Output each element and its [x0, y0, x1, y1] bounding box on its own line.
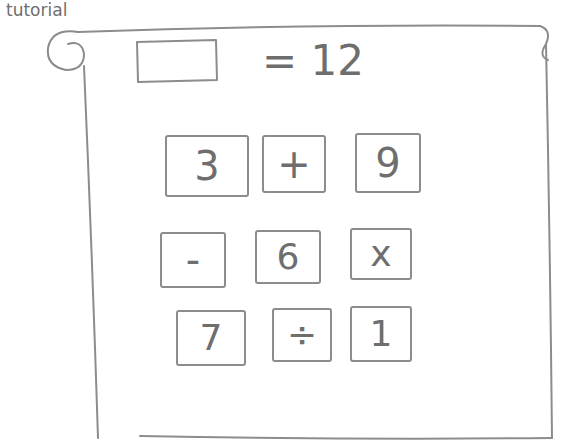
tile-text: 6 [277, 239, 300, 275]
number-tile: - [160, 232, 226, 288]
tile-text: + [277, 144, 311, 184]
scroll-right-edge [546, 44, 552, 438]
sketch-title: tutorial [6, 2, 67, 19]
tile-text: x [370, 236, 391, 272]
tile-text: 9 [375, 143, 400, 183]
number-tile: 7 [176, 310, 246, 366]
answer-box [137, 40, 217, 82]
tile-text: ÷ [287, 317, 317, 353]
number-tile: 3 [165, 135, 249, 197]
tile-text: 3 [194, 146, 219, 186]
number-tile: 6 [255, 230, 321, 284]
tile-text: - [186, 240, 200, 280]
scroll-bottom-edge [140, 436, 552, 439]
scroll-left-edge [84, 66, 98, 438]
target-equation: = 12 [262, 40, 364, 82]
tile-text: 1 [370, 316, 393, 352]
scroll-top-edge [78, 26, 540, 32]
tile-text: 7 [200, 320, 223, 356]
number-tile: 9 [355, 133, 421, 193]
number-tile: 1 [350, 306, 412, 362]
number-tile: x [350, 228, 412, 280]
number-tile: ÷ [272, 308, 332, 362]
scroll-left-curl [48, 31, 84, 70]
number-tile: + [262, 135, 326, 193]
